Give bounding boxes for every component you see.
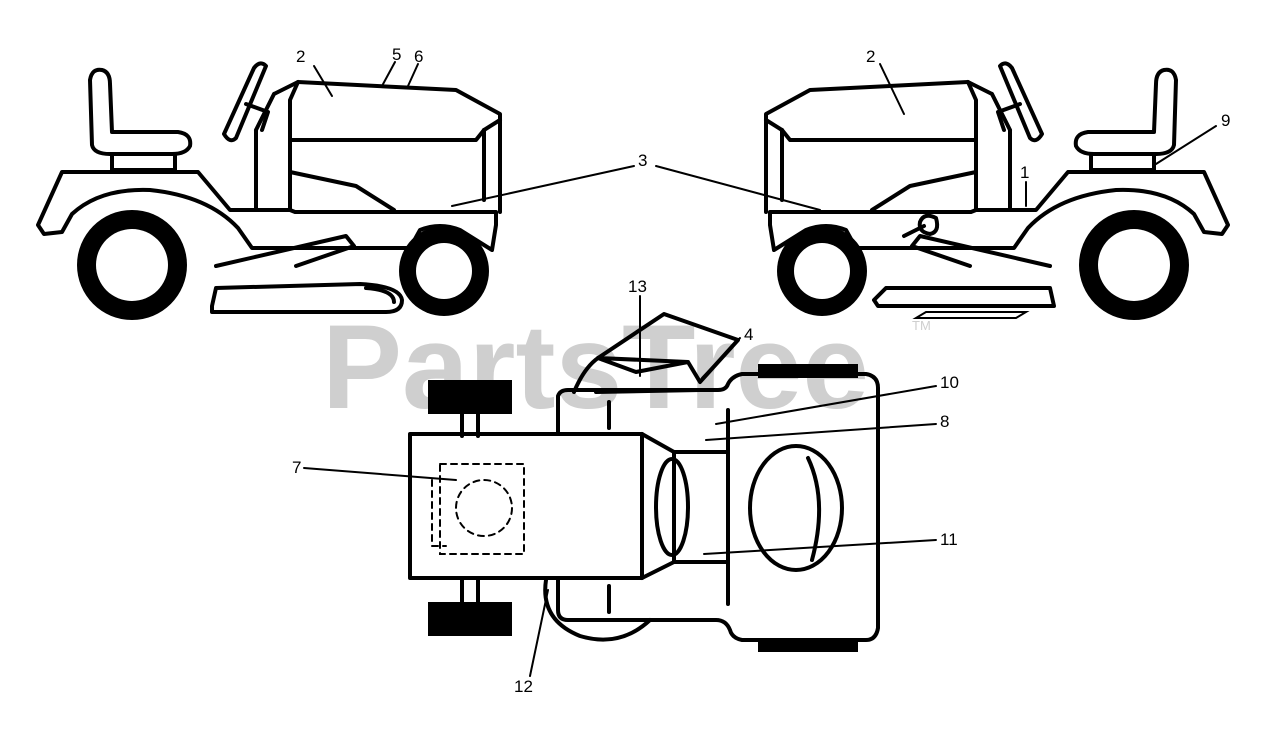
tractor-left-view — [36, 61, 502, 320]
seat-right — [1073, 67, 1178, 156]
callout-11: 11 — [940, 530, 958, 549]
dash-left — [254, 80, 300, 212]
hood-panel-right — [780, 128, 978, 212]
callouts: 2 5 6 3 2 9 1 13 4 10 8 7 11 12 — [292, 45, 1230, 696]
rear-fender-right — [768, 170, 1230, 252]
lift-lever-right — [910, 234, 1052, 268]
callout-13: 13 — [628, 277, 647, 296]
leader-lines — [303, 61, 1217, 677]
deck-bottom-arc — [543, 578, 652, 642]
callout-8: 8 — [940, 412, 949, 431]
callout-9: 9 — [1221, 111, 1230, 130]
seat-base-right — [1089, 152, 1156, 172]
rear-axle-stubs — [460, 412, 480, 604]
leader-3a — [451, 165, 635, 207]
rear-hub-left — [96, 229, 168, 301]
leader-8 — [705, 423, 937, 441]
steering-column-right — [996, 102, 1022, 132]
deck-skirt-right — [912, 311, 1030, 319]
key-switch-right — [902, 213, 940, 238]
hood-left — [288, 80, 502, 214]
seat-dial-dashed — [455, 479, 513, 537]
rear-hub-right — [1098, 229, 1170, 301]
chassis-outline — [556, 372, 880, 642]
callout-4: 4 — [744, 325, 753, 344]
callout-1: 1 — [1020, 163, 1029, 182]
rear-tire-top-left — [428, 380, 512, 414]
leader-4 — [701, 337, 741, 379]
watermark-trademark: TM — [912, 318, 931, 333]
leader-6 — [407, 63, 419, 87]
hood-dome-top — [748, 444, 844, 572]
seat-block-top — [408, 432, 644, 580]
tractor-top-view — [408, 312, 880, 652]
leader-10 — [715, 385, 937, 425]
leader-12 — [529, 589, 549, 677]
seat-back-dashed — [431, 463, 525, 555]
steering-wheel-right — [998, 61, 1044, 143]
tractor-right-view — [764, 61, 1230, 320]
dash-right — [966, 80, 1012, 212]
mower-deck-right — [872, 286, 1056, 308]
leader-5 — [381, 61, 396, 87]
callout-2-right: 2 — [866, 47, 875, 66]
callout-10: 10 — [940, 373, 959, 392]
front-hub-left — [416, 243, 472, 299]
dash-marks — [607, 400, 730, 614]
callout-3: 3 — [638, 151, 647, 170]
steering-wheel-left — [222, 61, 268, 143]
callout-12: 12 — [514, 677, 533, 696]
leader-2-right — [879, 63, 905, 115]
steering-column-left — [244, 102, 270, 132]
callout-5: 5 — [392, 45, 401, 64]
callout-6: 6 — [414, 47, 423, 66]
seat-base-left — [110, 152, 177, 172]
front-hub-right — [794, 243, 850, 299]
leader-11 — [703, 539, 937, 555]
rear-tire-bottom-left — [428, 602, 512, 636]
steering-wheel-top — [654, 457, 690, 557]
callout-7: 7 — [292, 458, 301, 477]
leader-3b — [655, 165, 821, 211]
steering-taper — [640, 432, 730, 580]
mower-deck-left — [210, 282, 404, 314]
hood-highlight — [806, 456, 822, 562]
leader-7 — [303, 467, 457, 481]
seat-left — [88, 67, 193, 156]
hood-panel-left — [288, 128, 486, 212]
rear-fender-left — [36, 170, 498, 252]
leader-2-left — [313, 65, 333, 97]
lift-lever-left — [214, 234, 356, 268]
leader-9 — [1155, 125, 1217, 165]
hood-right — [764, 80, 978, 214]
callout-2-left: 2 — [296, 47, 305, 66]
